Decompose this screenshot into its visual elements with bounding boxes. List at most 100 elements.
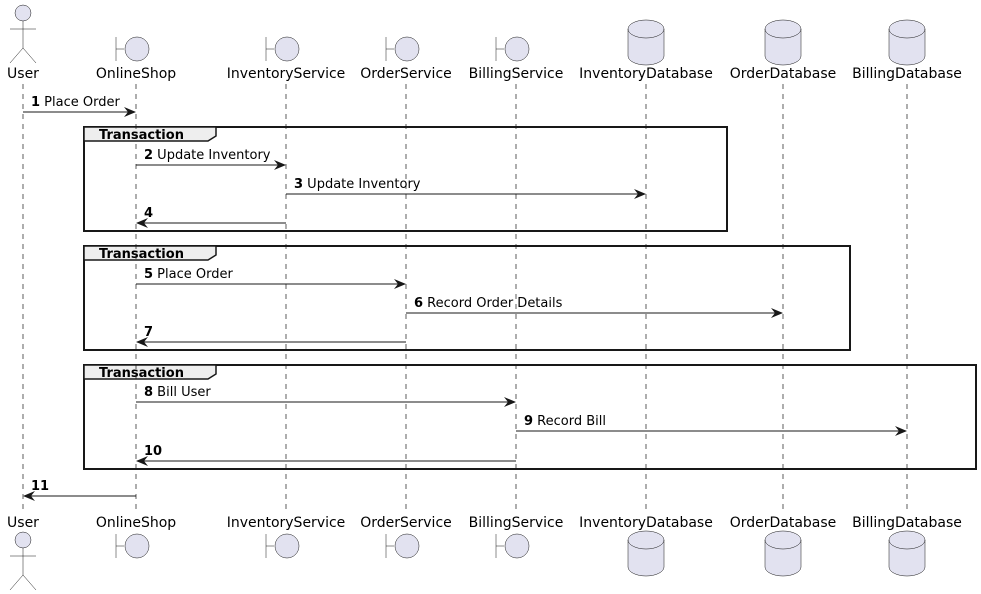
boundary-icon (115, 533, 150, 559)
group-label: Transaction (99, 247, 184, 262)
boundary-icon (495, 533, 530, 559)
message-number: 1 (31, 95, 40, 110)
participant-OnlineShop-bottom: OnlineShop (96, 515, 176, 559)
message-number: 7 (144, 325, 153, 340)
message-label: 1 Place Order (31, 95, 120, 110)
group-label: Transaction (99, 366, 184, 381)
group-fragment: Transaction (83, 364, 977, 470)
group-header (83, 126, 217, 142)
participant-InventoryService-bottom: InventoryService (227, 515, 346, 559)
message-label: 7 (144, 325, 153, 340)
message: 11 (23, 479, 136, 501)
group-fragment: Transaction (83, 126, 728, 232)
participant-label: InventoryService (227, 66, 346, 82)
message-label: 10 (144, 444, 162, 459)
message-label: 3 Update Inventory (294, 177, 421, 192)
participant-label: OrderDatabase (730, 66, 837, 82)
database-icon (764, 19, 802, 66)
participant-InventoryService-top: InventoryService (227, 36, 346, 82)
participant-OrderService-bottom: OrderService (360, 515, 452, 559)
actor-icon (9, 4, 37, 64)
group-frame (83, 245, 851, 351)
group-fragment: Transaction (83, 245, 851, 351)
boundary-icon (495, 36, 530, 62)
boundary-icon (265, 36, 300, 62)
participant-BillingService-top: BillingService (469, 36, 564, 82)
message-text: Bill User (153, 385, 211, 400)
participant-InventoryDatabase-top: InventoryDatabase (579, 19, 713, 82)
participant-OnlineShop-top: OnlineShop (96, 36, 176, 82)
database-icon (888, 530, 926, 577)
participant-label: BillingService (469, 66, 564, 82)
participant-User-bottom: User (7, 515, 39, 591)
message-label: 6 Record Order Details (414, 296, 563, 311)
participant-label: User (7, 66, 39, 82)
message-number: 9 (524, 414, 533, 429)
boundary-icon (385, 36, 420, 62)
group-frame (83, 126, 728, 232)
message-number: 11 (31, 479, 49, 494)
boundary-icon (385, 533, 420, 559)
database-icon (627, 19, 665, 66)
message-number: 8 (144, 385, 153, 400)
group-header (83, 245, 217, 261)
message-label: 2 Update Inventory (144, 148, 271, 163)
actor-icon (9, 531, 37, 591)
message-label: 9 Record Bill (524, 414, 606, 429)
participant-label: InventoryService (227, 515, 346, 531)
message: 10 (136, 444, 516, 466)
participant-label: OrderService (360, 515, 452, 531)
participant-label: InventoryDatabase (579, 515, 713, 531)
message-text: Record Bill (533, 414, 606, 429)
database-icon (764, 530, 802, 577)
participant-OrderDatabase-top: OrderDatabase (730, 19, 837, 82)
message: 4 (136, 206, 286, 228)
message-label: 4 (144, 206, 153, 221)
message: 1 Place Order (23, 95, 136, 117)
participant-label: OnlineShop (96, 515, 176, 531)
participant-label: User (7, 515, 39, 531)
participant-label: InventoryDatabase (579, 66, 713, 82)
message: 2 Update Inventory (136, 148, 286, 170)
group-label: Transaction (99, 128, 184, 143)
participant-InventoryDatabase-bottom: InventoryDatabase (579, 515, 713, 577)
message: 7 (136, 325, 406, 347)
participant-BillingService-bottom: BillingService (469, 515, 564, 559)
boundary-icon (115, 36, 150, 62)
participant-BillingDatabase-top: BillingDatabase (852, 19, 962, 82)
participant-label: BillingService (469, 515, 564, 531)
message: 8 Bill User (136, 385, 516, 407)
participant-OrderService-top: OrderService (360, 36, 452, 82)
participant-label: OrderService (360, 66, 452, 82)
participant-label: OrderDatabase (730, 515, 837, 531)
participant-label: BillingDatabase (852, 66, 962, 82)
participant-User-top: User (7, 4, 39, 82)
participant-BillingDatabase-bottom: BillingDatabase (852, 515, 962, 577)
message-number: 2 (144, 148, 153, 163)
message-text: Record Order Details (423, 296, 563, 311)
message-text: Place Order (40, 95, 120, 110)
message-number: 4 (144, 206, 153, 221)
message: 9 Record Bill (516, 414, 907, 436)
message: 5 Place Order (136, 267, 406, 289)
message: 6 Record Order Details (406, 296, 783, 318)
participant-label: BillingDatabase (852, 515, 962, 531)
message-label: 11 (31, 479, 49, 494)
group-frame (83, 364, 977, 470)
message-number: 5 (144, 267, 153, 282)
message-number: 3 (294, 177, 303, 192)
message-text: Place Order (153, 267, 233, 282)
database-icon (627, 530, 665, 577)
message-text: Update Inventory (303, 177, 421, 192)
message-label: 8 Bill User (144, 385, 211, 400)
message-number: 10 (144, 444, 162, 459)
message-number: 6 (414, 296, 423, 311)
boundary-icon (265, 533, 300, 559)
message: 3 Update Inventory (286, 177, 646, 199)
participant-label: OnlineShop (96, 66, 176, 82)
database-icon (888, 19, 926, 66)
participant-OrderDatabase-bottom: OrderDatabase (730, 515, 837, 577)
group-header (83, 364, 217, 380)
message-label: 5 Place Order (144, 267, 233, 282)
